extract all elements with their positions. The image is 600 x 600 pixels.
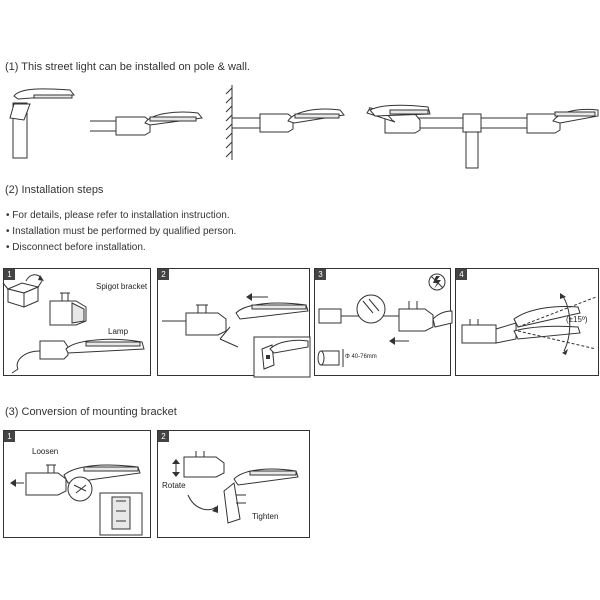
loosen-label: Loosen [32,447,59,456]
step-number: 2 [158,269,169,280]
bullet-marker: • [6,210,10,221]
bullet-item: • For details, please refer to installat… [6,210,230,221]
step-3-drawing [317,273,453,367]
bullet-item: • Installation must be performed by qual… [6,226,236,237]
step-number: 3 [315,269,326,280]
bullet-text: For details, please refer to installatio… [12,210,230,221]
conversion-step-2-panel: 2 Rotate Tighten [157,430,310,538]
conversion-step-1-panel: 1 Loosen [3,430,151,538]
section-1-title: (1) This street light can be installed o… [5,61,250,73]
step-4-panel: 4 (±15º) [455,268,599,376]
step-2-panel: 2 [157,268,311,378]
bullet-item: • Disconnect before installation. [6,242,146,253]
step-1-drawing [2,274,145,374]
bullet-text: Installation must be performed by qualif… [12,226,237,237]
pipe-diameter-label: Φ 40-76mm [345,354,377,360]
install-wall-mount [225,85,345,160]
tilt-angle-label: (±15º) [566,315,588,324]
step-3-panel: 3 Φ 40-76mm [314,268,453,376]
bullet-marker: • [6,242,10,253]
bullet-text: Disconnect before installation. [12,242,146,253]
bullet-marker: • [6,226,10,237]
tighten-label: Tighten [252,512,279,521]
no-power-icon [428,273,446,291]
step-number: 1 [4,431,15,442]
install-double-arm [366,104,599,169]
conversion-step-2-drawing [172,451,299,524]
conversion-step-1-drawing [10,464,143,536]
section-2-title: (2) Installation steps [5,184,104,196]
rotate-label: Rotate [162,481,186,490]
step-4-drawing [461,293,597,355]
step-number: 2 [158,431,169,442]
section-3-title: (3) Conversion of mounting bracket [5,406,177,418]
box-icon [2,280,43,308]
step-2-drawing [162,293,311,378]
step-number: 1 [4,269,15,280]
lamp-label: Lamp [108,327,129,336]
install-top-of-pole [9,88,75,159]
step-1-panel: 1 Spigot bracket Lamp [2,268,151,376]
step-number: 4 [456,269,467,280]
spigot-bracket-label: Spigot bracket [96,282,148,291]
install-side-entry [90,111,203,136]
